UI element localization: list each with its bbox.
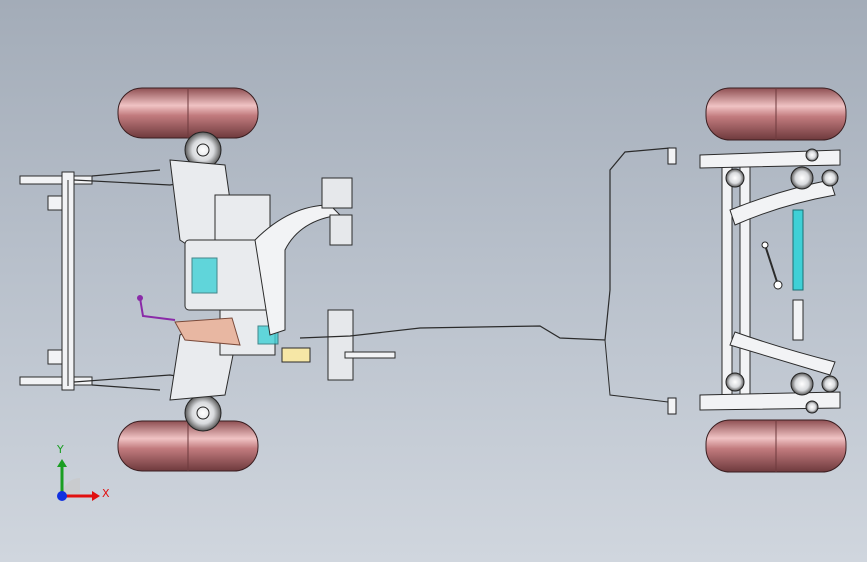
axis-triad — [57, 459, 100, 501]
wiring-harness — [139, 297, 176, 321]
front-axle-assembly — [19, 87, 396, 472]
front-bumper-frame — [19, 171, 93, 391]
front-bottom-hub — [184, 394, 222, 432]
engine-cyan-part — [191, 257, 218, 294]
front-lower-arm — [174, 317, 241, 346]
rear-axle-assembly — [667, 87, 847, 473]
x-axis-label: X — [102, 487, 110, 500]
z-axis-dot — [57, 491, 67, 501]
brake-line — [299, 147, 671, 341]
y-axis-label: Y — [57, 443, 64, 456]
